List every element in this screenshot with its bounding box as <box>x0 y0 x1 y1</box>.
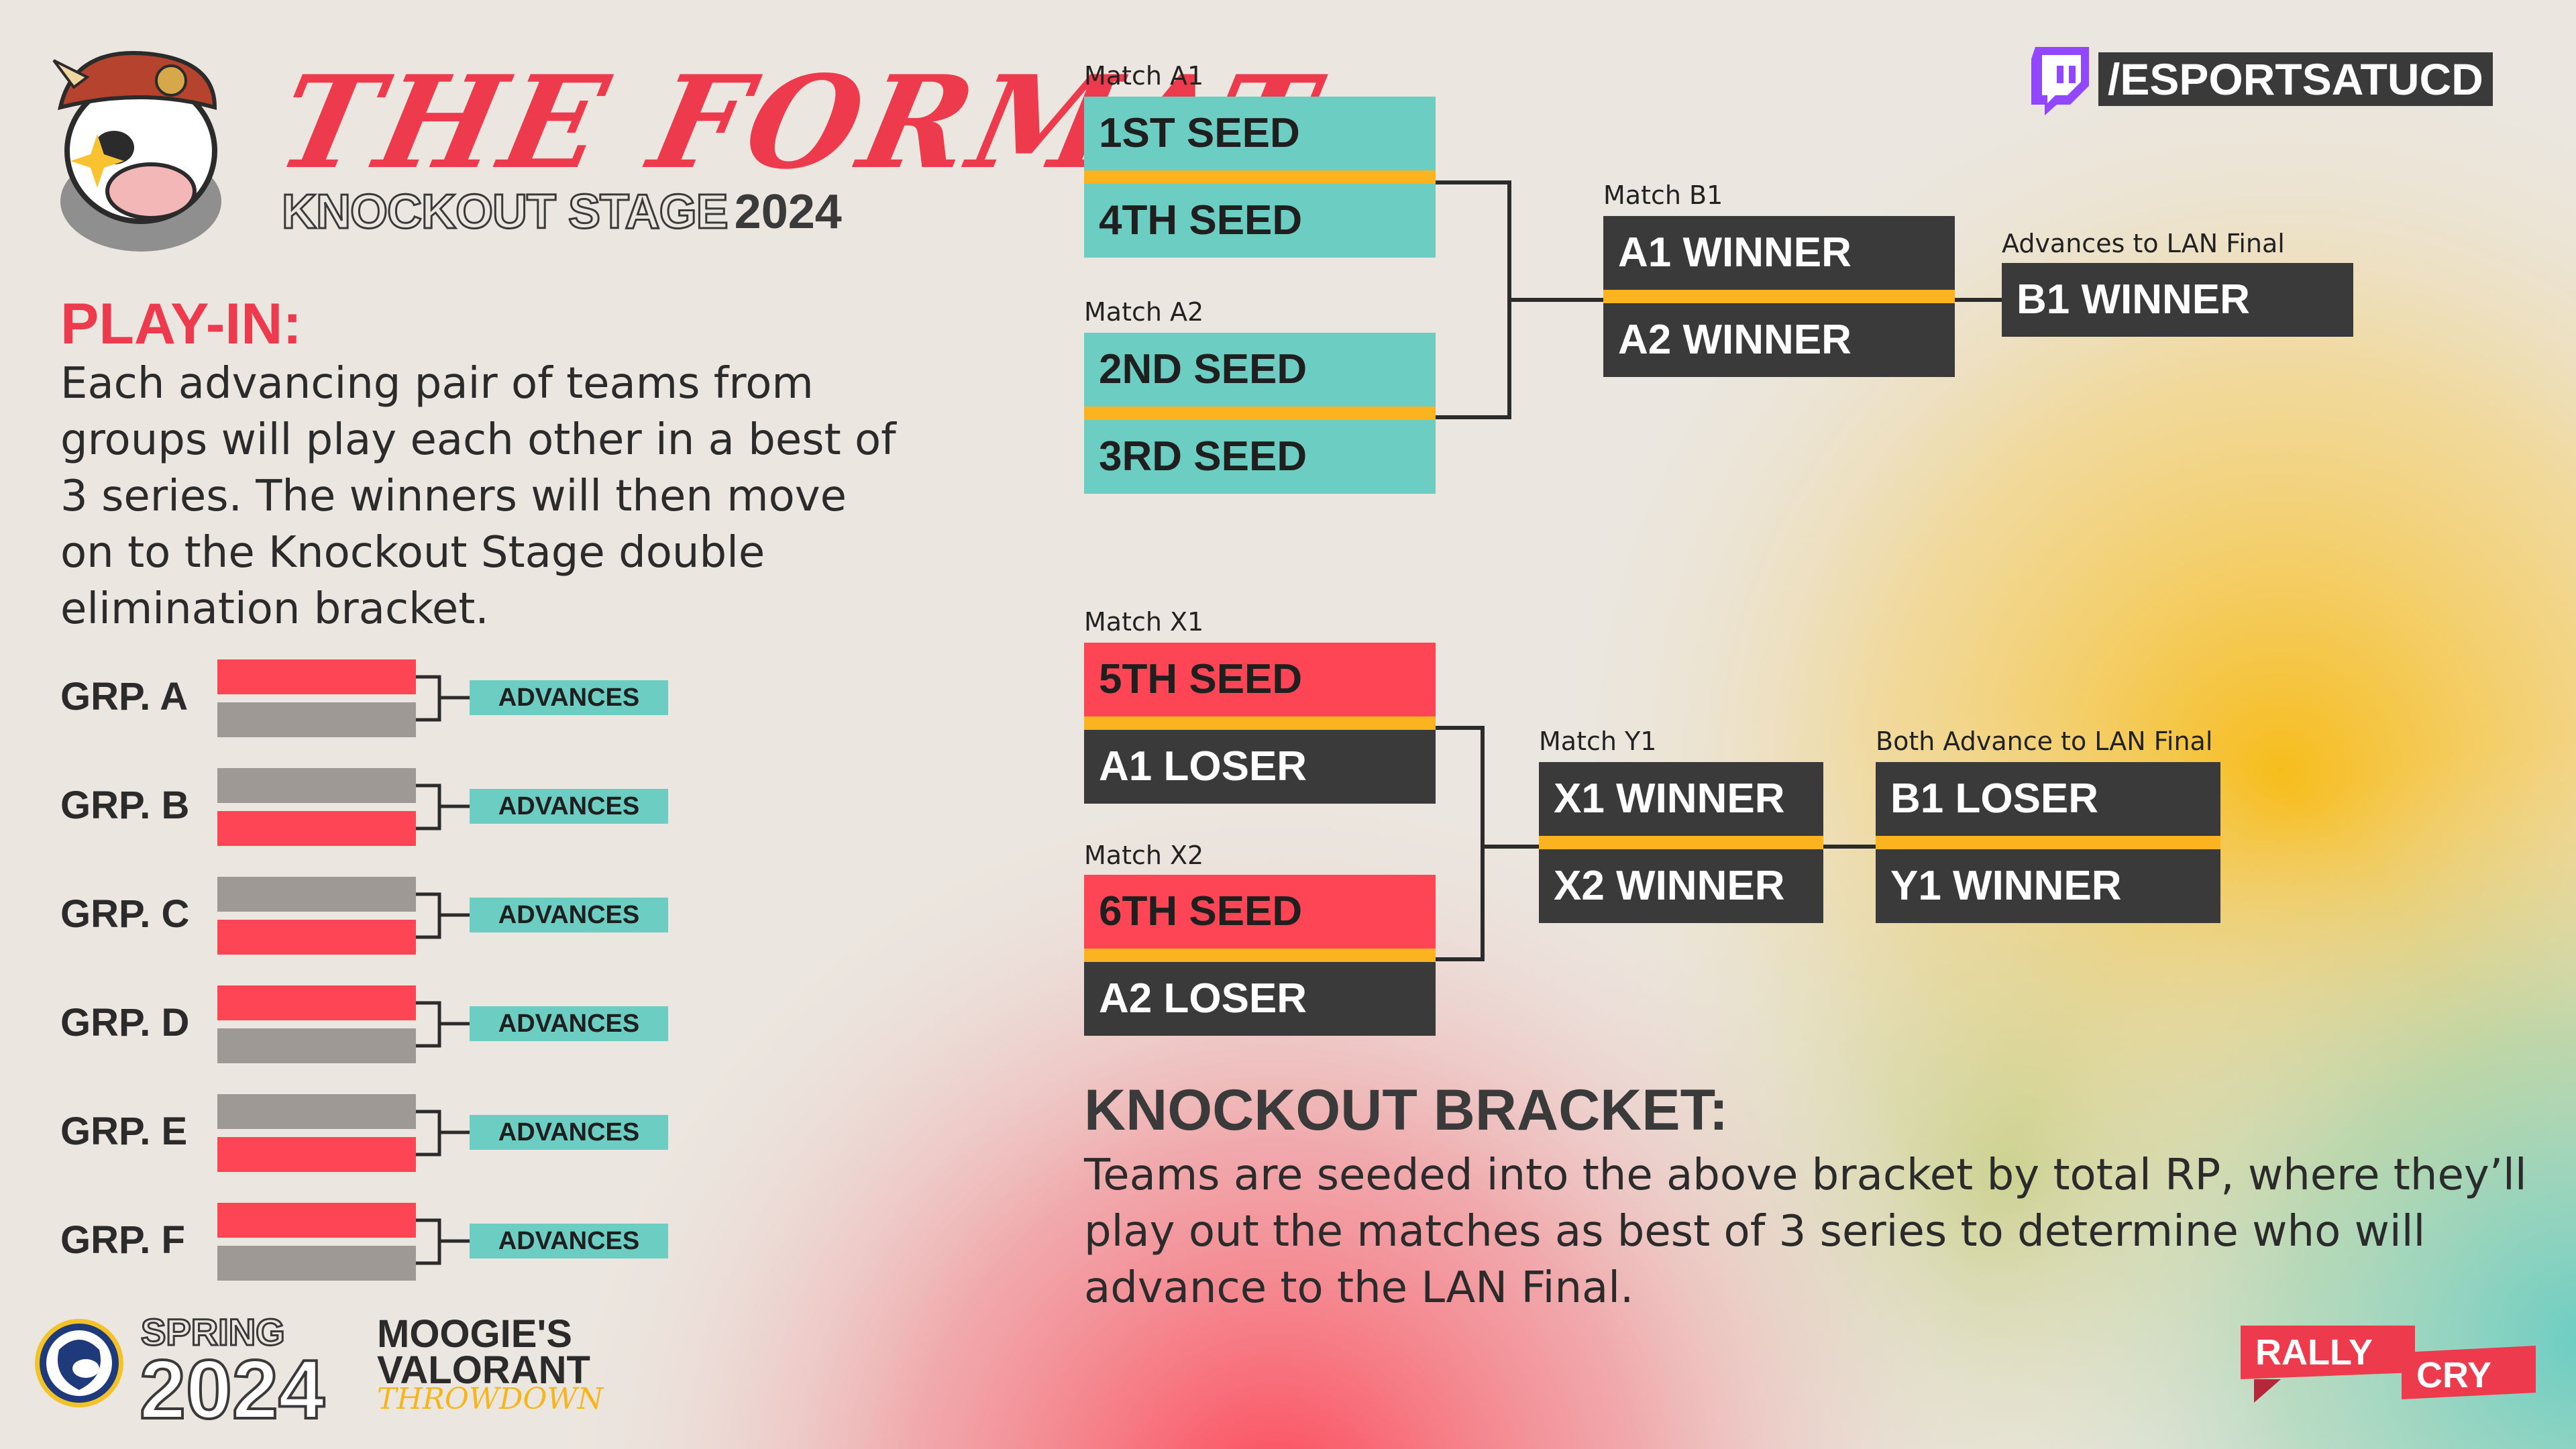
match-x1-slot-1: 5TH SEED <box>1084 643 1436 716</box>
group-a-bottom-slot <box>217 702 416 737</box>
match-y1-slot-1: X1 WINNER <box>1539 762 1823 836</box>
match-x1-label: Match X1 <box>1084 607 1204 637</box>
event-name-line2: VALORANT <box>377 1348 590 1392</box>
playin-description: Each advancing pair of teams from groups… <box>60 359 896 634</box>
sponsor-line2: CRY <box>2416 1355 2491 1395</box>
match-y1-label: Match Y1 <box>1539 727 1657 756</box>
match-a1-slot-2: 4TH SEED <box>1084 184 1436 258</box>
match-a1: 1ST SEED 4TH SEED <box>1084 97 1436 258</box>
group-d-advances: ADVANCES <box>470 1006 668 1041</box>
match-a2-slot-1: 2ND SEED <box>1084 333 1436 407</box>
match-a1-divider <box>1084 170 1436 184</box>
cow-mascot-icon <box>52 51 221 252</box>
group-connectors <box>416 675 470 1265</box>
match-a2: 2ND SEED 3RD SEED <box>1084 333 1436 494</box>
subtitle-stage: KNOCKOUT STAGE <box>281 185 730 239</box>
match-y1: X1 WINNER X2 WINNER <box>1539 762 1823 923</box>
match-b1-divider <box>1603 290 1955 303</box>
knockout-heading: KNOCKOUT BRACKET: <box>1084 1078 1729 1142</box>
match-x2-divider <box>1084 949 1436 962</box>
upper-final-slot: B1 WINNER <box>2002 263 2353 337</box>
group-label-c: GRP. C <box>60 892 190 936</box>
social-handle[interactable]: /ESPORTSATUCD <box>2098 52 2493 106</box>
match-x2-slot-2: A2 LOSER <box>1084 962 1436 1036</box>
match-x1-slot-2: A1 LOSER <box>1084 730 1436 804</box>
match-x1-divider <box>1084 716 1436 730</box>
group-c-advances: ADVANCES <box>470 898 668 932</box>
match-x2-label: Match X2 <box>1084 841 1204 870</box>
group-b-bottom-slot <box>217 811 416 846</box>
sponsor-line1: RALLY <box>2255 1332 2373 1373</box>
lower-final: B1 LOSER Y1 WINNER <box>1876 762 2220 923</box>
event-name: MOOGIE'S VALORANT <box>377 1312 590 1392</box>
group-e-advances: ADVANCES <box>470 1115 668 1150</box>
match-x2: 6TH SEED A2 LOSER <box>1084 875 1436 1036</box>
group-e-bottom-slot <box>217 1137 416 1172</box>
footer-season: SPRING <box>140 1311 286 1353</box>
event-name-line1: MOOGIE'S <box>377 1312 572 1356</box>
group-d-top-slot <box>217 985 416 1020</box>
match-a1-slot-1: 1ST SEED <box>1084 97 1436 170</box>
match-a1-label: Match A1 <box>1084 61 1204 91</box>
lower-final-slot-2: Y1 WINNER <box>1876 849 2220 923</box>
lower-final-slot-1: B1 LOSER <box>1876 762 2220 836</box>
group-e-top-slot <box>217 1094 416 1129</box>
match-b1-slot-1: A1 WINNER <box>1603 216 1955 290</box>
match-x1: 5TH SEED A1 LOSER <box>1084 643 1436 804</box>
subtitle-year: 2024 <box>734 185 842 239</box>
group-c-bottom-slot <box>217 920 416 955</box>
group-d-bottom-slot <box>217 1028 416 1063</box>
group-f-bottom-slot <box>217 1246 416 1281</box>
footer-year: 2024 <box>138 1344 326 1436</box>
match-a2-slot-2: 3RD SEED <box>1084 420 1436 494</box>
group-a-advances: ADVANCES <box>470 680 668 715</box>
knockout-description: Teams are seeded into the above bracket … <box>1084 1150 2527 1313</box>
group-label-d: GRP. D <box>60 1001 190 1044</box>
group-a-top-slot <box>217 659 416 694</box>
group-b-top-slot <box>217 768 416 803</box>
group-f-advances: ADVANCES <box>470 1224 668 1258</box>
group-label-b: GRP. B <box>60 784 190 827</box>
match-b1-slot-2: A2 WINNER <box>1603 303 1955 377</box>
playin-heading: PLAY-IN: <box>60 292 302 356</box>
group-label-f: GRP. F <box>60 1218 185 1262</box>
group-f-top-slot <box>217 1203 416 1238</box>
rally-cry-logo: RALLY CRY <box>2241 1326 2536 1403</box>
upper-final-label: Advances to LAN Final <box>2002 229 2285 258</box>
lower-final-label: Both Advance to LAN Final <box>1876 727 2213 756</box>
group-label-a: GRP. A <box>60 675 189 718</box>
group-b-advances: ADVANCES <box>470 789 668 824</box>
ucd-cow-logo-icon <box>35 1319 123 1407</box>
match-a2-label: Match A2 <box>1084 297 1204 327</box>
match-y1-slot-2: X2 WINNER <box>1539 849 1823 923</box>
group-c-top-slot <box>217 877 416 912</box>
event-name-line3: THROWDOWN <box>377 1382 604 1416</box>
twitch-icon <box>2031 47 2089 115</box>
match-b1-label: Match B1 <box>1603 180 1723 210</box>
lower-final-divider <box>1876 836 2220 849</box>
group-label-e: GRP. E <box>60 1110 188 1153</box>
match-a2-divider <box>1084 407 1436 420</box>
match-y1-divider <box>1539 836 1823 849</box>
bracket-connectors <box>1436 180 2002 961</box>
match-x2-slot-1: 6TH SEED <box>1084 875 1436 949</box>
match-b1: A1 WINNER A2 WINNER <box>1603 216 1955 377</box>
